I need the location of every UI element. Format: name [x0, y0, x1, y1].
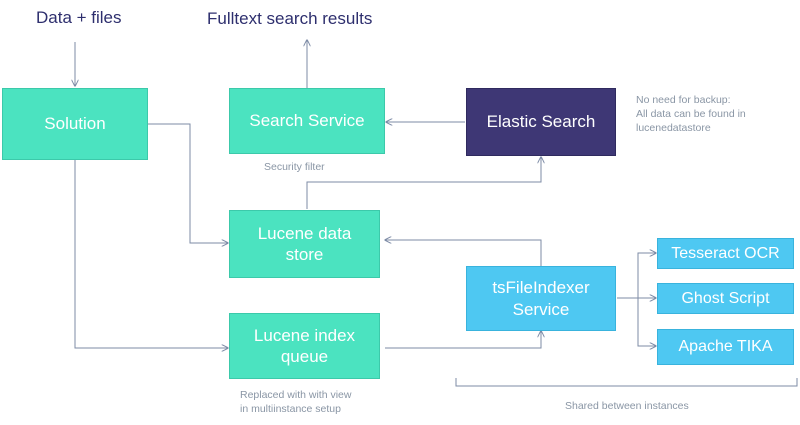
lucene-data-store-node: Lucene data store	[229, 210, 380, 278]
elastic-search-node: Elastic Search	[466, 88, 616, 156]
arrow-to-tesseract	[637, 253, 656, 298]
apache-tika-node: Apache TIKA	[657, 329, 794, 365]
lucene-index-queue-node: Lucene index queue	[229, 313, 380, 379]
no-backup-note: No need for backup: All data can be foun…	[636, 94, 746, 135]
tesseract-ocr-node: Tesseract OCR	[657, 238, 794, 269]
shared-note: Shared between instances	[565, 400, 689, 412]
arrow-indexer-to-datastore	[385, 240, 542, 266]
arrow-solution-to-queue	[74, 160, 228, 348]
ghost-script-node: Ghost Script	[657, 283, 794, 314]
arrow-solution-to-datastore	[148, 123, 228, 243]
input-heading: Data + files	[36, 8, 122, 27]
ts-file-indexer-node: tsFileIndexer Service	[466, 266, 616, 331]
shared-bracket	[455, 378, 798, 387]
output-heading: Fulltext search results	[207, 9, 373, 28]
arrow-queue-to-indexer	[385, 331, 541, 349]
security-filter-note: Security filter	[264, 161, 325, 173]
arrow-to-tika	[637, 298, 656, 346]
search-service-node: Search Service	[229, 88, 385, 154]
replaced-note: Replaced with with view in multiinstance…	[240, 389, 352, 416]
solution-node: Solution	[2, 88, 148, 160]
arrow-datastore-to-elastic	[306, 157, 541, 209]
